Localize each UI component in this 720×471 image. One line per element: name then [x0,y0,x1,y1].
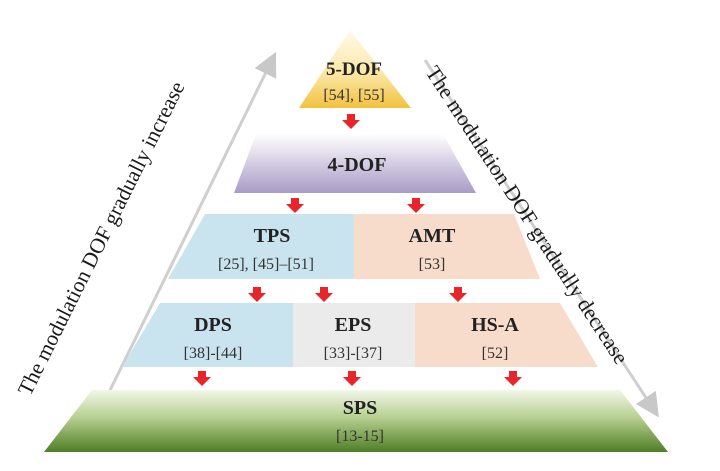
hsa-refs: [52] [482,345,509,362]
down-arrow-tps-to-dps [248,287,266,302]
level-5dof-refs: [54], [55] [323,87,384,104]
dps-cell [122,303,293,367]
down-arrow-hsa-to-sps [504,371,522,386]
down-arrow-dps-to-sps [193,371,211,386]
down-arrow-amt-to-hsa [449,287,467,302]
sps-title: SPS [343,397,377,419]
left-increase-arrow [91,51,277,426]
right-decrease-arrow [423,59,659,418]
amt-refs: [53] [419,256,446,273]
eps-title: EPS [335,314,372,336]
down-arrow-4dof-to-tps [286,198,304,213]
tps-title: TPS [254,225,291,247]
down-arrow-tps-to-eps [315,287,333,302]
amt-cell [354,214,540,279]
level-4dof-title: 4-DOF [328,154,387,176]
level-4dof-shape [234,134,476,193]
amt-title: AMT [409,225,456,247]
down-arrow-eps-to-sps [343,371,361,386]
hsa-cell [415,303,598,367]
sps-refs: [13-15] [336,428,384,445]
down-arrow-5dof-to-4dof [342,114,360,129]
down-arrow-4dof-to-amt [407,198,425,213]
dps-refs: [38]-[44] [184,345,243,362]
sps-base-shape [44,390,668,452]
eps-cell [293,303,415,367]
tps-cell [168,214,354,279]
eps-refs: [33]-[37] [324,345,383,362]
level-5dof-title: 5-DOF [326,59,382,80]
dps-title: DPS [194,314,232,336]
hsa-title: HS-A [471,314,519,336]
tps-refs: [25], [45]–[51] [218,256,314,273]
level-5dof-shape [299,30,411,108]
